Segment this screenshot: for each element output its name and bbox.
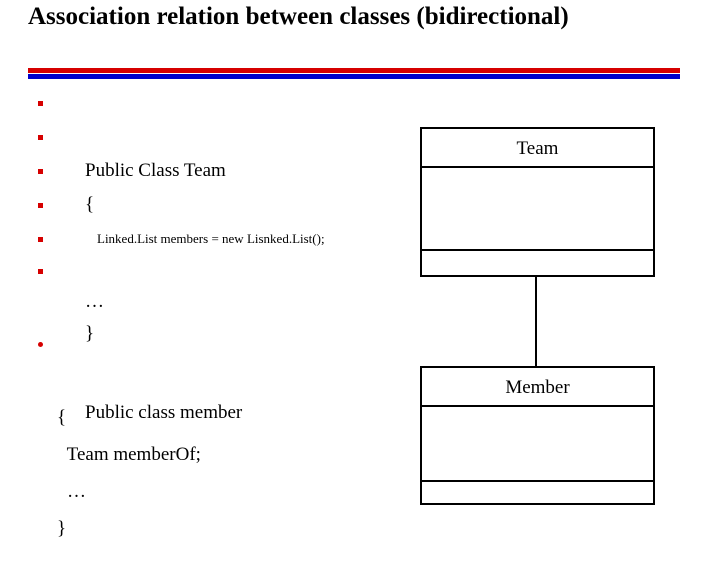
title-divider-red [28,68,680,73]
uml-class-name: Member [422,368,653,407]
code-line-text: } [57,518,67,539]
code-line-text: { [57,407,67,428]
list-item-label: Public class member [85,402,243,423]
list-item: … [30,222,410,312]
list-item: } [30,254,410,344]
list-item-label: } [85,323,95,344]
code-block-member: Public class member { Team memberOf; … } [30,328,410,539]
association-line [535,277,537,366]
code-line-text: Team memberOf; [66,444,201,465]
code-line: { [30,362,410,428]
list-item: Public class member [30,328,410,423]
code-line: } [30,473,410,539]
page-title: Association relation between classes (bi… [28,3,569,30]
code-line: … [30,436,410,502]
code-line-text: … [67,481,86,502]
bullet-icon [38,101,43,106]
list-item [30,188,410,222]
bullet-icon [38,237,43,242]
list-item-label: { [85,194,95,215]
list-item: Linked.List members = new Lisnked.List()… [30,154,410,246]
code-line: Team memberOf; [30,399,410,465]
title-divider-blue [28,74,680,79]
list-item-label: … [85,291,104,312]
bullet-icon [38,135,43,140]
uml-class-member: Member [420,366,655,505]
list-item-label: Public Class Team [85,160,226,181]
uml-attributes-compartment [422,407,653,482]
bullet-icon [38,203,43,208]
uml-attributes-compartment [422,168,653,251]
uml-class-name: Team [422,129,653,168]
bullet-icon [38,269,43,274]
list-item-label: Linked.List members = new Lisnked.List()… [97,231,325,246]
list-item: { [30,120,410,215]
bullet-icon [38,169,43,174]
list-item: Public Class Team [30,86,410,181]
uml-class-team: Team [420,127,655,277]
code-block-team: Public Class Team { Linked.List members … [30,86,410,344]
bullet-icon [38,342,43,347]
uml-operations-compartment [422,482,653,503]
uml-operations-compartment [422,251,653,275]
